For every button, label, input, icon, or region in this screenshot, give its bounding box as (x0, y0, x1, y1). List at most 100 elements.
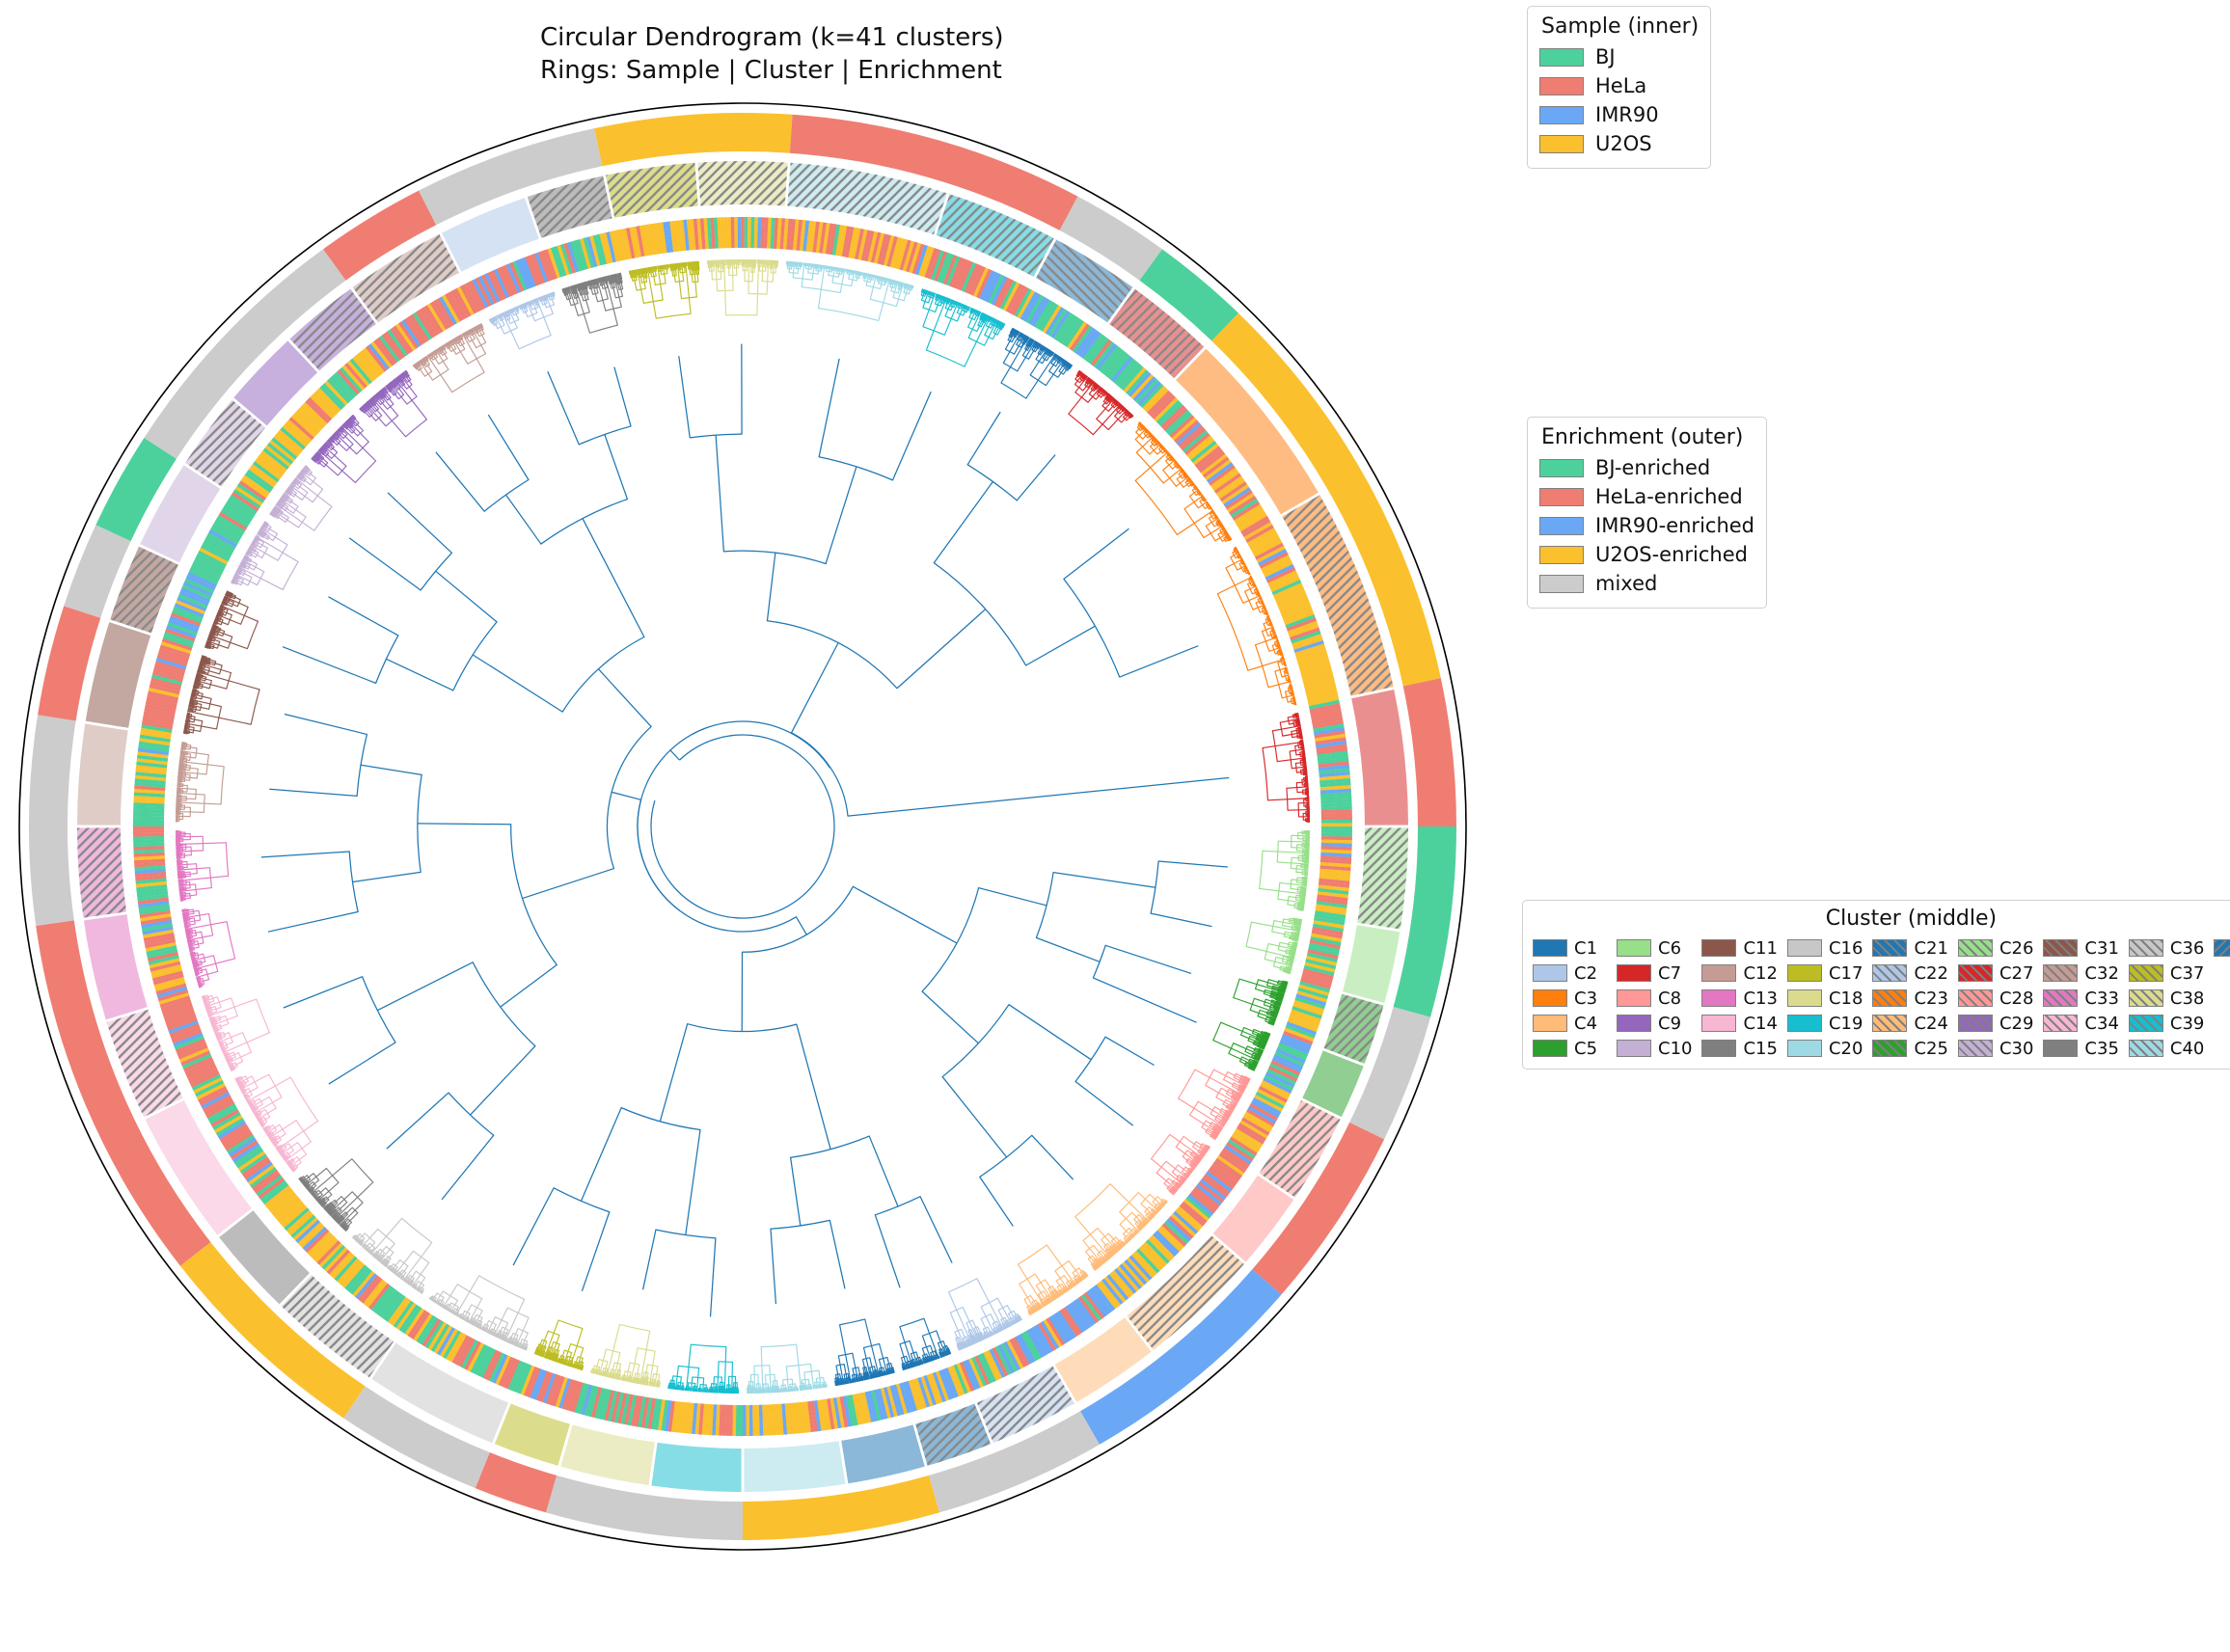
enrichment-ring-segment (323, 190, 437, 281)
legend-cluster-swatch-icon (1617, 964, 1651, 982)
legend-cluster-item[interactable]: C30 (1957, 1036, 2033, 1061)
legend-cluster-item[interactable]: C27 (1957, 961, 2033, 986)
legend-cluster-item[interactable]: C11 (1701, 935, 1778, 961)
legend-cluster-item[interactable]: C28 (1957, 986, 2033, 1011)
legend-sample-swatch-icon (1539, 134, 1584, 153)
enrichment-ring-segment (1393, 826, 1456, 1017)
legend-cluster-swatch-icon (1617, 989, 1651, 1007)
enrichment-ring-segment (38, 606, 101, 721)
enrichment-ring-segment (1402, 678, 1456, 826)
legend-cluster-item[interactable]: C31 (2043, 935, 2119, 961)
cluster-ring-segment (140, 465, 221, 563)
legend-cluster-item[interactable]: C33 (2043, 986, 2119, 1011)
legend-cluster-item[interactable]: C10 (1617, 1036, 1692, 1061)
cluster-ring-segment (697, 160, 788, 206)
legend-cluster-item[interactable]: C19 (1786, 1011, 1863, 1036)
legend-enrichment-item[interactable]: U2OS-enriched (1539, 540, 1754, 569)
legend-sample-item[interactable]: HeLa (1539, 71, 1699, 100)
legend-cluster-item[interactable]: C6 (1617, 935, 1692, 961)
legend-cluster-item[interactable]: C3 (1533, 986, 1607, 1011)
cluster-ring-segment (976, 1366, 1074, 1444)
cluster-ring-segment (1357, 827, 1408, 930)
cluster-ring-segment (1212, 1175, 1294, 1262)
legend-cluster-item[interactable]: C12 (1701, 961, 1778, 986)
legend-enrichment-item[interactable]: HeLa-enriched (1539, 482, 1754, 511)
legend-cluster-item[interactable]: C2 (1533, 961, 1607, 986)
legend-cluster-item[interactable]: C13 (1701, 986, 1778, 1011)
cluster-ring-segment (605, 162, 698, 218)
cluster-ring-segment (936, 194, 1054, 277)
cluster-ring-segment (106, 1009, 183, 1118)
legend-cluster-label: C40 (2169, 1038, 2205, 1059)
enrichment-ring-segment (546, 1475, 743, 1540)
dendrogram-links (176, 258, 1310, 1394)
legend-cluster-item[interactable]: C25 (1872, 1036, 1948, 1061)
legend-cluster-item[interactable]: C17 (1786, 961, 1863, 986)
legend-cluster-swatch-icon (2128, 989, 2163, 1007)
legend-cluster-swatch-icon (2128, 1040, 2163, 1057)
legend-cluster-item[interactable]: C1 (1533, 935, 1607, 961)
legend-cluster-item[interactable]: C5 (1533, 1036, 1607, 1061)
ring-layer (29, 113, 1456, 1540)
cluster-ring-segment (185, 399, 266, 487)
circular-dendrogram-plot (18, 102, 1467, 1551)
legend-sample-item[interactable]: BJ (1539, 42, 1699, 71)
legend-cluster-label: C17 (1828, 962, 1863, 984)
legend-enrichment-swatch-icon (1539, 458, 1584, 477)
enrichment-ring-segment (29, 715, 76, 926)
legend-cluster-swatch-icon (1872, 989, 1908, 1007)
legend-cluster-item[interactable]: C24 (1872, 1011, 1948, 1036)
cluster-ring-segment (233, 340, 318, 426)
legend-cluster-item[interactable]: C41 (2214, 935, 2230, 961)
legend-cluster-item[interactable]: C32 (2043, 961, 2119, 986)
legend-cluster-item[interactable]: C15 (1701, 1036, 1778, 1061)
ring-enrichment (29, 113, 1456, 1540)
legend-cluster-label: C11 (1743, 937, 1778, 959)
legend-cluster-item[interactable]: C16 (1786, 935, 1863, 961)
legend-enrichment-item[interactable]: BJ-enriched (1539, 453, 1754, 482)
legend-cluster-item[interactable]: C36 (2128, 935, 2205, 961)
legend-cluster-label: C34 (2084, 1013, 2119, 1034)
cluster-ring-segment (787, 162, 947, 235)
legend-sample-item[interactable]: IMR90 (1539, 100, 1699, 129)
legend-cluster-item[interactable]: C35 (2043, 1036, 2119, 1061)
legend-cluster-label: C1 (1574, 937, 1598, 959)
cluster-ring-segment (1176, 348, 1319, 515)
legend-cluster-item[interactable]: C4 (1533, 1011, 1607, 1036)
legend-sample-label: BJ (1595, 45, 1616, 68)
legend-cluster-swatch-icon (1786, 1040, 1822, 1057)
legend-cluster-item[interactable]: C9 (1617, 1011, 1692, 1036)
legend-cluster-item[interactable]: C34 (2043, 1011, 2119, 1036)
legend-cluster-item[interactable]: C21 (1872, 935, 1948, 961)
legend-sample-item[interactable]: U2OS (1539, 129, 1699, 158)
legend-cluster-item[interactable]: C8 (1617, 986, 1692, 1011)
legend-cluster-label: C5 (1574, 1038, 1598, 1059)
legend-cluster-item[interactable]: C26 (1957, 935, 2033, 961)
legend-enrichment-item[interactable]: mixed (1539, 569, 1754, 598)
legend-cluster-swatch-icon (1617, 1015, 1651, 1032)
legend-cluster-item[interactable]: C18 (1786, 986, 1863, 1011)
legend-enrichment-item[interactable]: IMR90-enriched (1539, 511, 1754, 540)
legend-cluster-item[interactable]: C20 (1786, 1036, 1863, 1061)
legend-cluster-item[interactable]: C7 (1617, 961, 1692, 986)
cluster-ring-segment (281, 1274, 394, 1378)
legend-cluster-item[interactable]: C38 (2128, 986, 2204, 1011)
cluster-ring-segment (83, 914, 148, 1020)
legend-cluster-swatch-icon (1786, 964, 1822, 982)
legend-cluster-swatch-icon (1617, 1040, 1651, 1057)
legend-cluster-item[interactable]: C23 (1872, 986, 1948, 1011)
legend-cluster-item[interactable]: C14 (1701, 1011, 1778, 1036)
enrichment-ring-segment (789, 114, 1078, 230)
legend-cluster-item[interactable]: C29 (1957, 1011, 2033, 1036)
legend-cluster-swatch-icon (1957, 1015, 1993, 1032)
enrichment-ring-segment (179, 1241, 366, 1419)
legend-cluster-item[interactable]: C22 (1872, 961, 1948, 986)
legend-cluster-label: C36 (2169, 937, 2205, 959)
legend-cluster-item[interactable]: C39 (2128, 1011, 2204, 1036)
legend-cluster-item[interactable]: C40 (2128, 1036, 2205, 1061)
legend-cluster-item[interactable]: C37 (2128, 961, 2204, 986)
